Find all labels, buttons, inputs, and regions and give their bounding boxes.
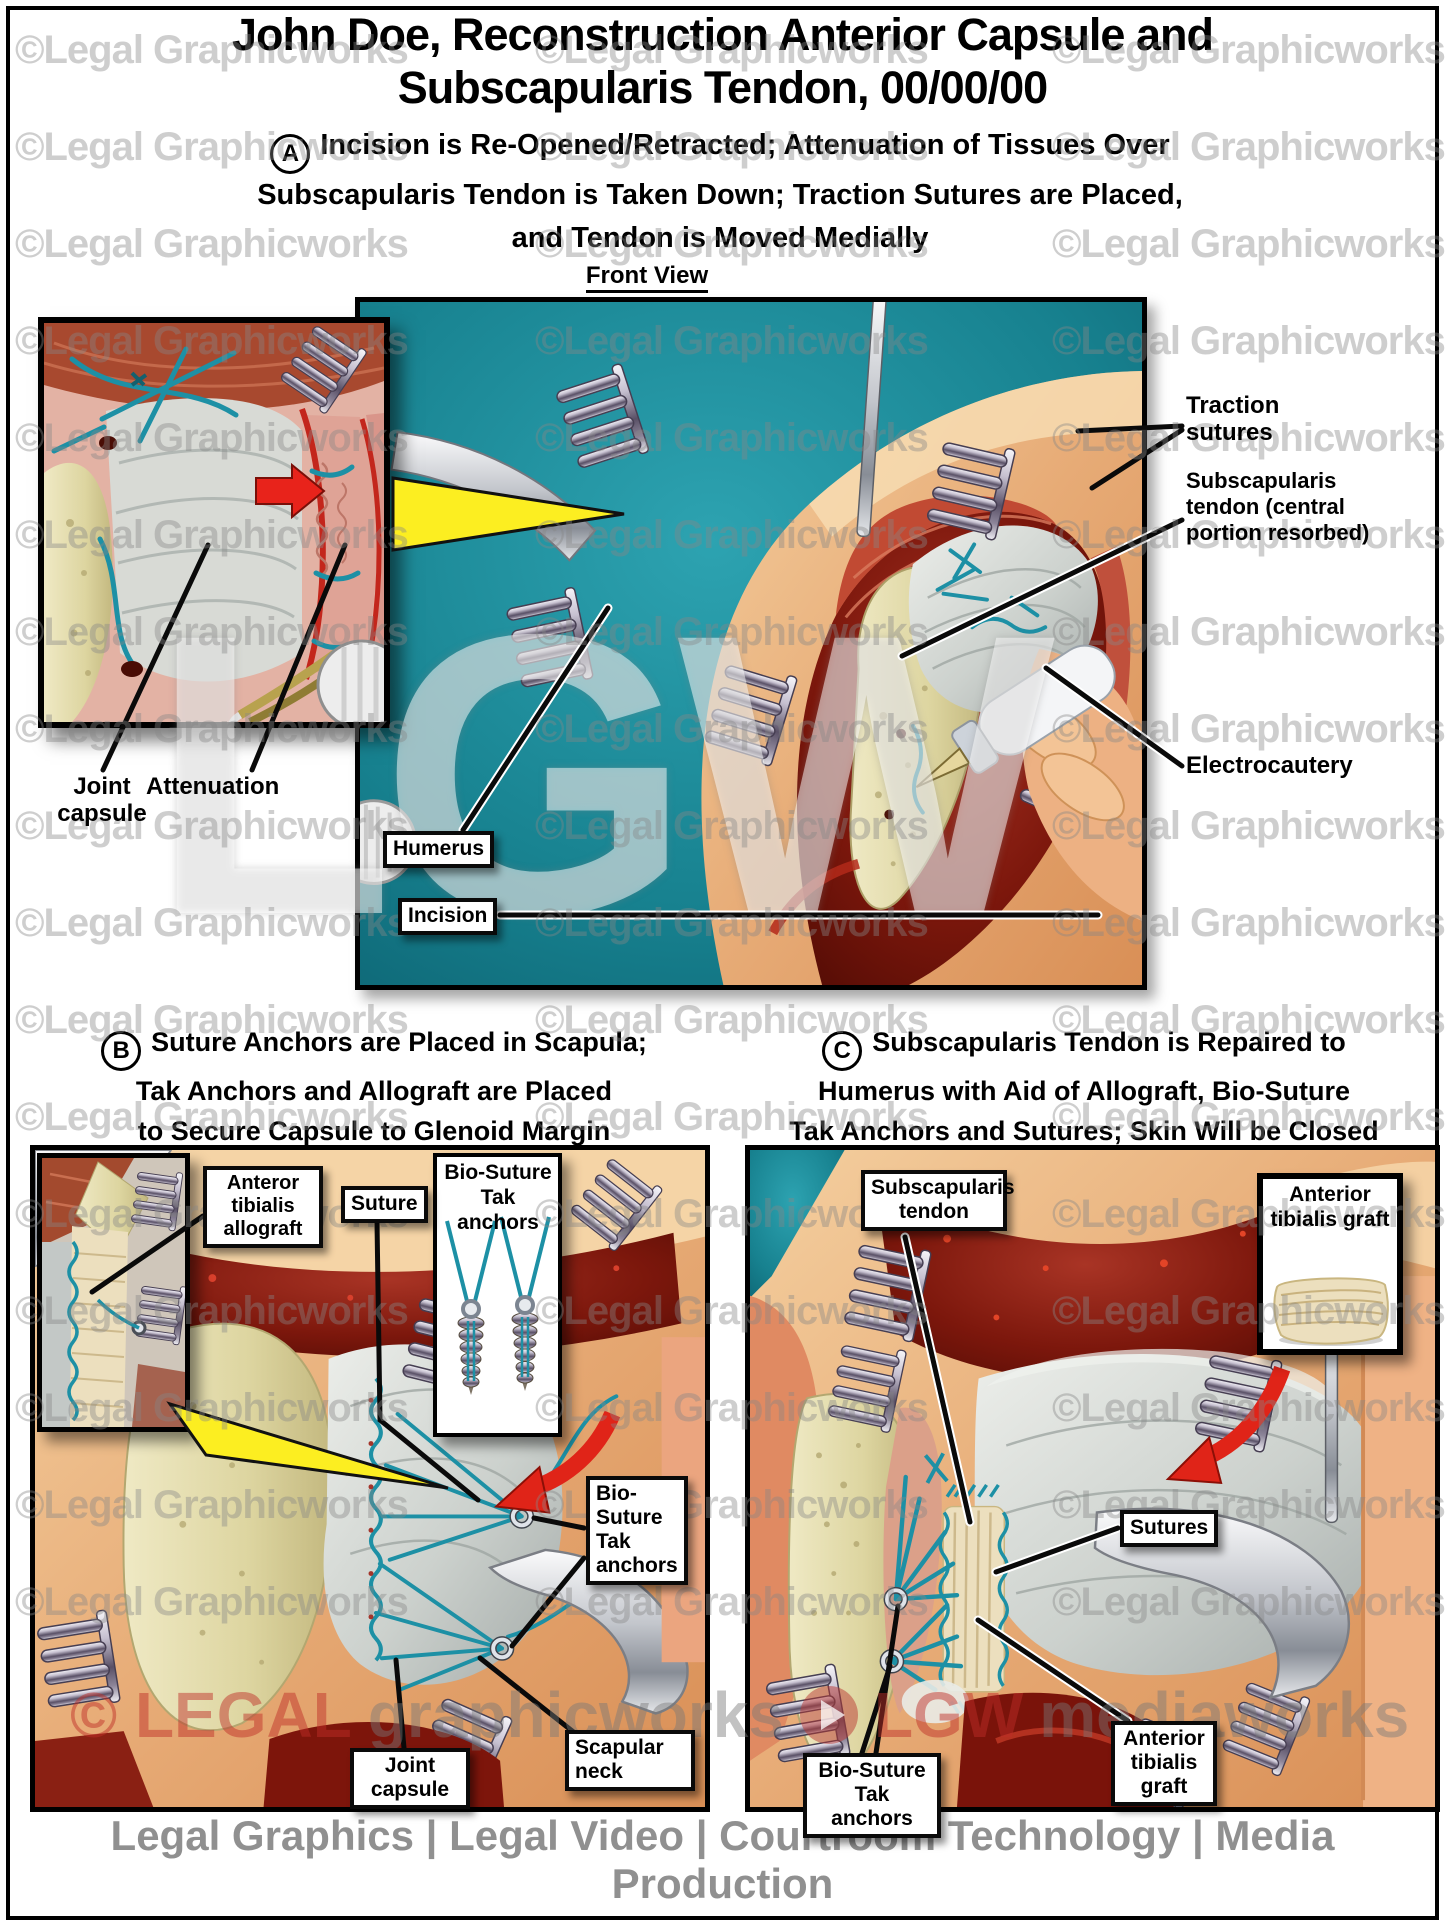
footer-services: Legal Graphics | Legal Video | Courtroom… (110, 1812, 1335, 1907)
label-humerus: Humerus (383, 831, 495, 868)
inset-graft-title: Anterior tibialis graft (1270, 1183, 1390, 1231)
label-sutures-c: Sutures (1120, 1510, 1219, 1547)
allograft-suture-seam (67, 1240, 79, 1422)
label-attenuation: Attenuation (146, 773, 280, 800)
title-line-2: Subscapularis Tendon, 00/00/00 (397, 62, 1048, 113)
label-traction-sutures: Traction sutures (1186, 392, 1280, 446)
label-anterior-tibialis-allograft-b: Anteror tibialis allograft (203, 1166, 323, 1248)
page-border (6, 6, 1439, 1920)
label-anterior-tibialis-graft-c: Anterior tibialis graft (1111, 1721, 1217, 1806)
section-c-marker: C (822, 1031, 863, 1071)
label-scapular-neck: Scapular neck (565, 1730, 695, 1791)
label-bio-suture-tak-anchors-b: Bio-Suture Tak anchors (586, 1476, 688, 1585)
front-view-label: Front View (540, 262, 754, 293)
label-joint-capsule-b: Joint capsule (350, 1748, 470, 1809)
red-arrow (255, 462, 326, 520)
section-a-marker: A (270, 133, 311, 174)
label-suture-b: Suture (341, 1186, 428, 1223)
label-electrocautery: Electrocautery (1186, 752, 1353, 779)
title-line-1: John Doe, Reconstruction Anterior Capsul… (232, 9, 1214, 60)
label-subscapularis-tendon: Subscapularis tendon (central portion re… (1186, 468, 1370, 545)
page-title: John Doe, Reconstruction Anterior Capsul… (0, 8, 1445, 114)
label-subscapularis-tendon-c: Subscapularis tendon (861, 1170, 1015, 1231)
label-bio-suture-tak-anchors-c: Bio-Suture Tak anchors (803, 1753, 941, 1838)
inset-tak-anchors-title: Bio-Suture Tak anchors (444, 1161, 552, 1234)
label-joint-capsule-a: Joint capsule (57, 773, 147, 827)
label-incision: Incision (398, 898, 498, 935)
inset-c-graft (1257, 1173, 1403, 1355)
inset-a-closeup (38, 317, 390, 728)
attenuated-capsule-art (106, 398, 302, 682)
section-b-marker: B (101, 1031, 142, 1071)
panel-a-illustration (355, 297, 1147, 990)
inset-b-allograft-closeup (37, 1153, 190, 1432)
